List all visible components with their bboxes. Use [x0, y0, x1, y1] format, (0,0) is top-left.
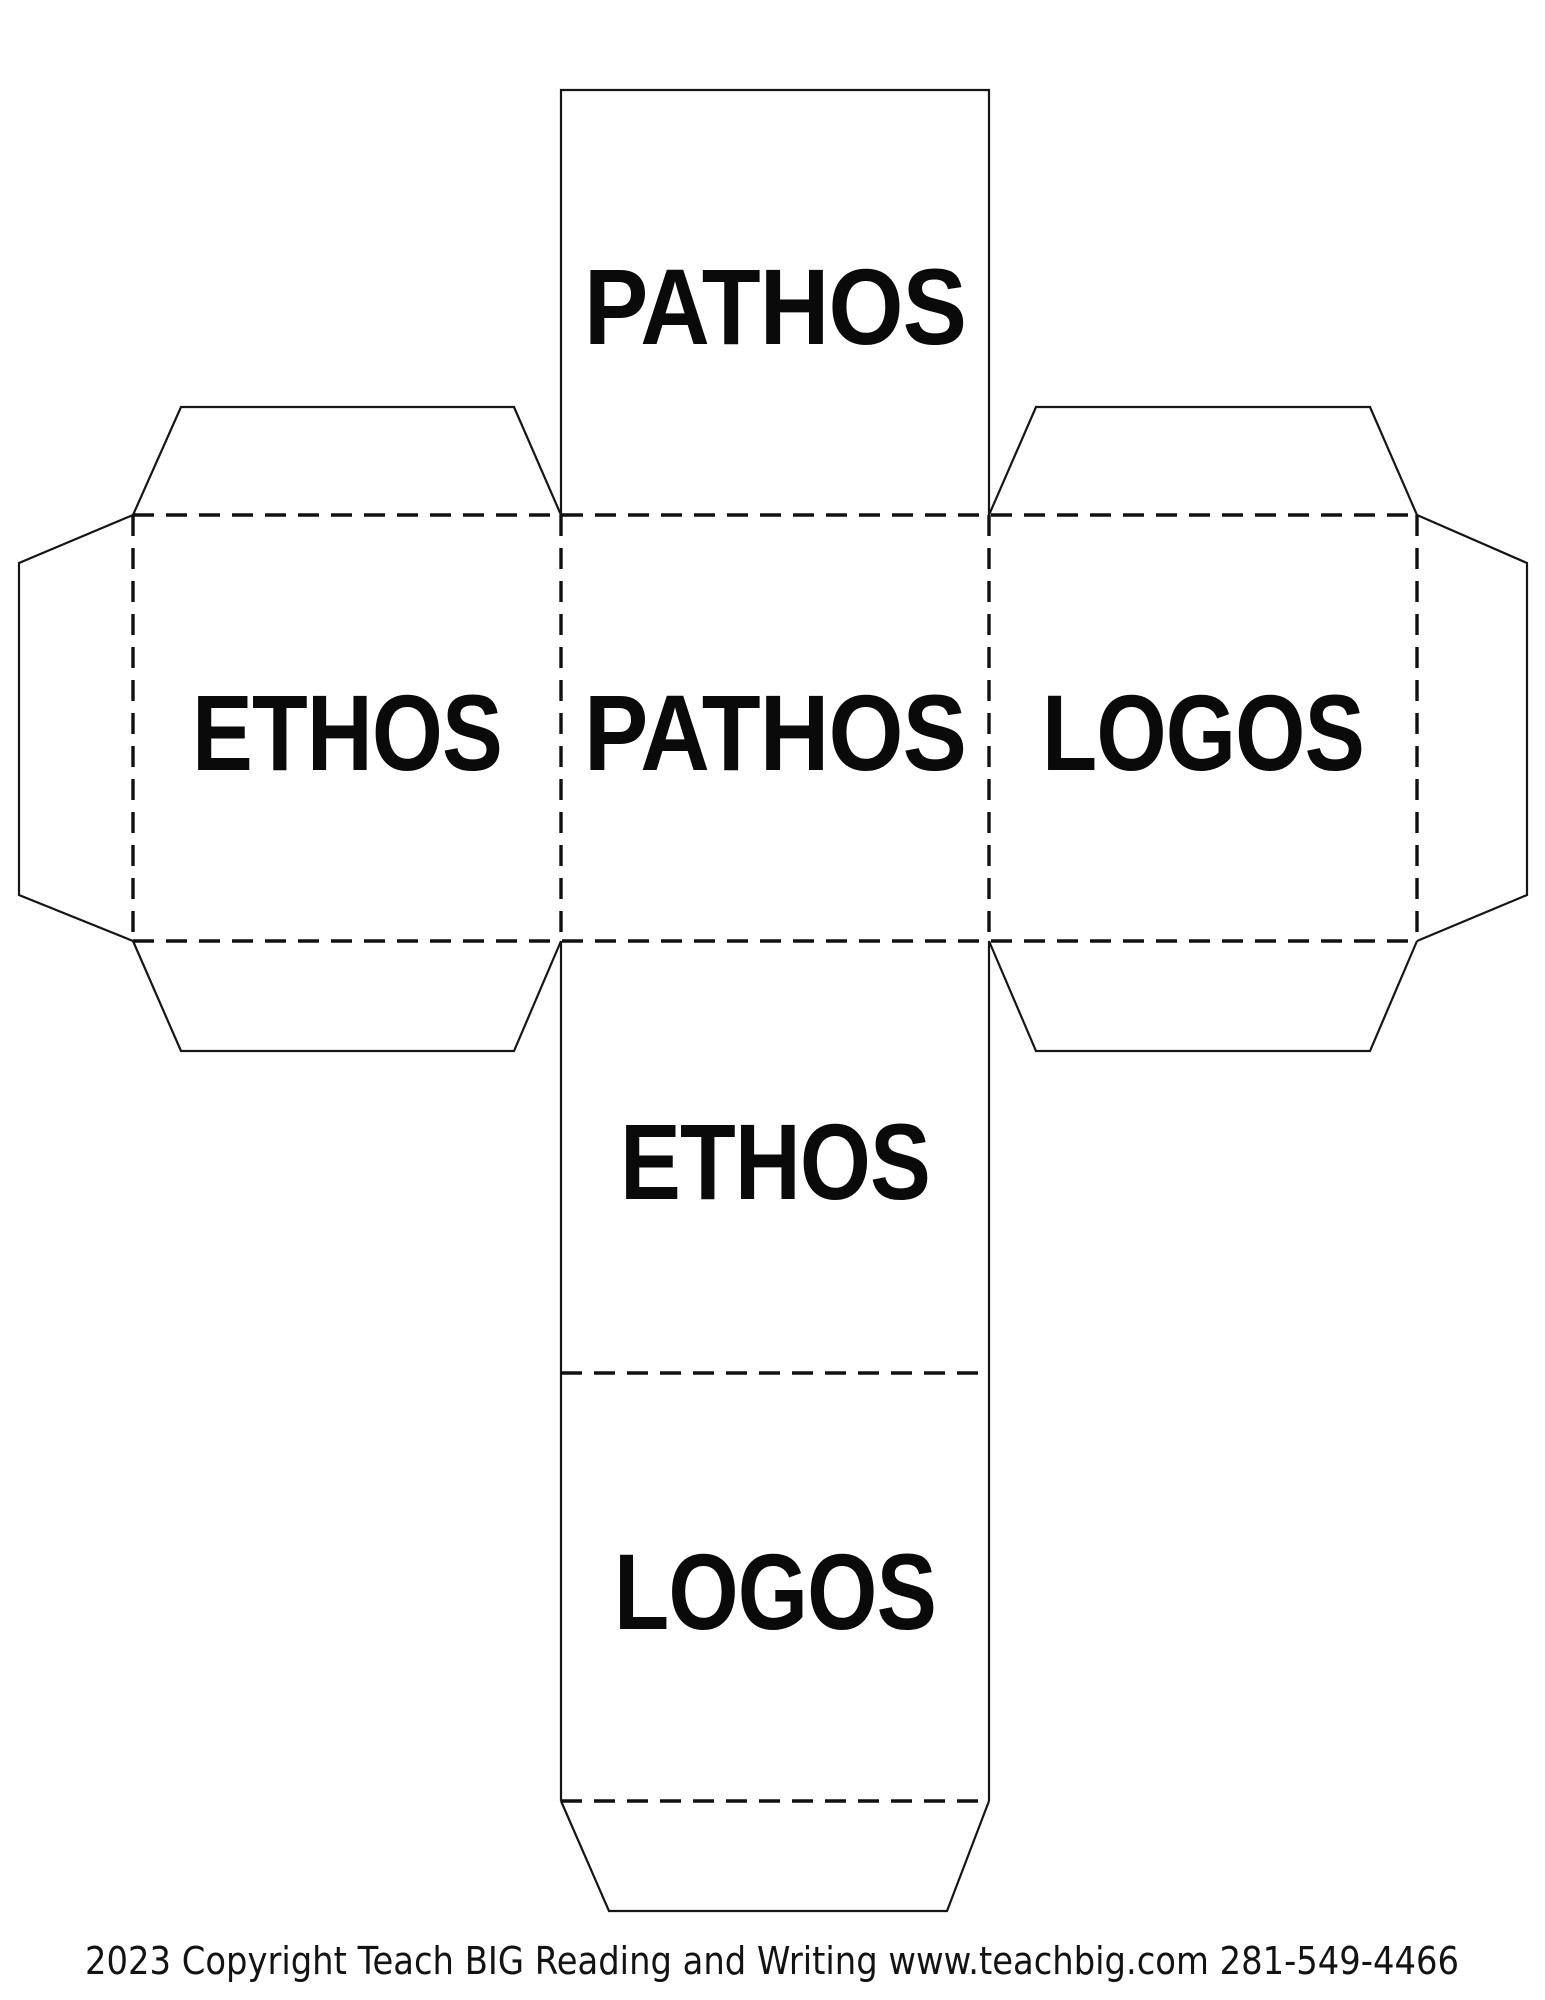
- top-face-outline: [559, 88, 991, 515]
- upper-right-flap-outline: [987, 405, 1419, 516]
- lower-left-flap-outline: [131, 940, 563, 1053]
- face-label-bottom-center: LOGOS: [614, 1531, 936, 1652]
- face-label-middle-right: LOGOS: [1042, 672, 1364, 793]
- right-tab-outline: [1416, 513, 1529, 943]
- face-label-lower-center: ETHOS: [620, 1101, 930, 1222]
- face-label-middle-left: ETHOS: [192, 672, 502, 793]
- copyright-line: 2023 Copyright Teach BIG Reading and Wri…: [85, 1939, 1459, 1983]
- face-label-middle-center: PATHOS: [584, 672, 966, 793]
- left-tab-outline: [17, 513, 134, 943]
- face-label-top: PATHOS: [584, 246, 966, 367]
- fold-lines: [131, 513, 1419, 1803]
- lower-right-flap-outline: [987, 940, 1419, 1053]
- upper-left-flap-outline: [131, 405, 563, 516]
- cut-lines: [17, 88, 1529, 1913]
- face-labels: PATHOS ETHOS PATHOS LOGOS ETHOS LOGOS: [192, 246, 1365, 1652]
- bottom-tab-outline: [559, 1800, 991, 1913]
